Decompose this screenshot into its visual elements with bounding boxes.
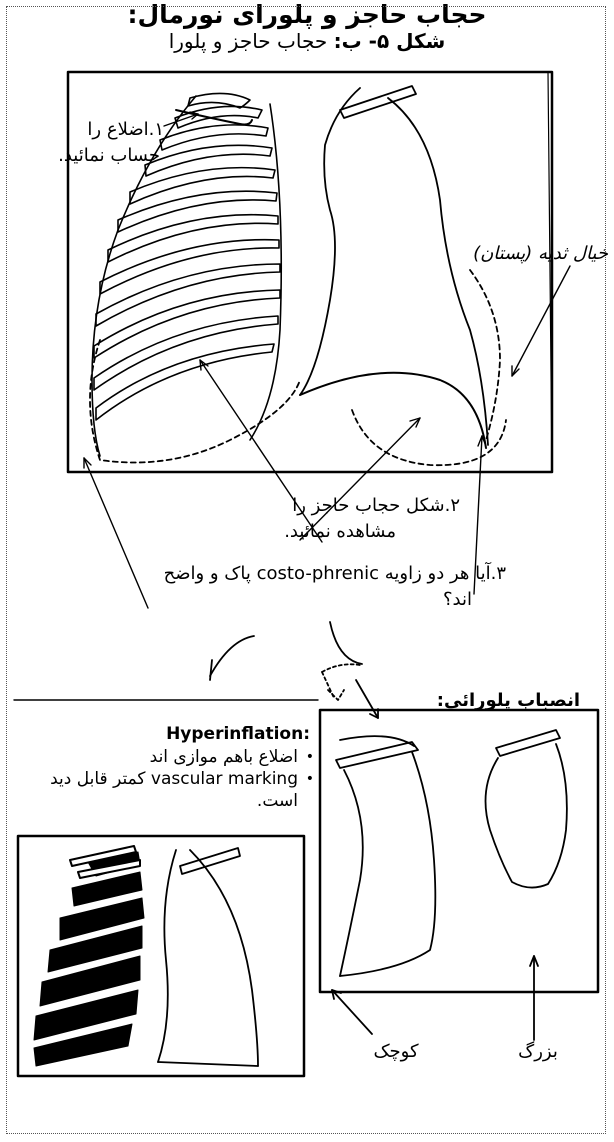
effusion-heading: انصباب پلورائی:	[404, 690, 580, 711]
ribs-label-line1: ۱.اضلاع را	[14, 118, 164, 141]
hyperinflation-bullet-1: اضلاع باهم موازی اند	[18, 746, 314, 768]
hyperinflation-panel	[18, 836, 304, 1076]
hyperinflation-heading: Hyperinflation:	[140, 724, 310, 744]
hyperinflation-bullets: اضلاع باهم موازی اند vascular marking کم…	[18, 746, 314, 812]
breast-shadow-label: خیال ثدیه (پستان)	[430, 242, 608, 265]
costo-label-line2: اند؟	[118, 588, 472, 611]
blunted-angle-sketch	[330, 622, 362, 664]
lung-outline-right	[300, 86, 488, 448]
diaphragm-label-line2: مشاهده نمائید.	[234, 520, 396, 543]
small-effusion-label: کوچک	[360, 1040, 432, 1063]
diaphragm-label-line1: ۲.شکل حجاب حاجز را	[234, 494, 460, 517]
costo-label-line1: ۳.آیا هر دو زاویه costo-phrenic پاک و وا…	[118, 562, 506, 585]
effusion-panel	[320, 710, 598, 1040]
large-effusion-label: بزرگ	[508, 1040, 568, 1063]
costophrenic-angle-sketches	[210, 622, 378, 718]
hyperinflation-bullet-2: vascular marking کمتر قابل دید است.	[18, 768, 314, 812]
ribs-label-line2: حساب نمائید.	[10, 144, 160, 167]
sharp-angle-sketch	[210, 636, 254, 676]
